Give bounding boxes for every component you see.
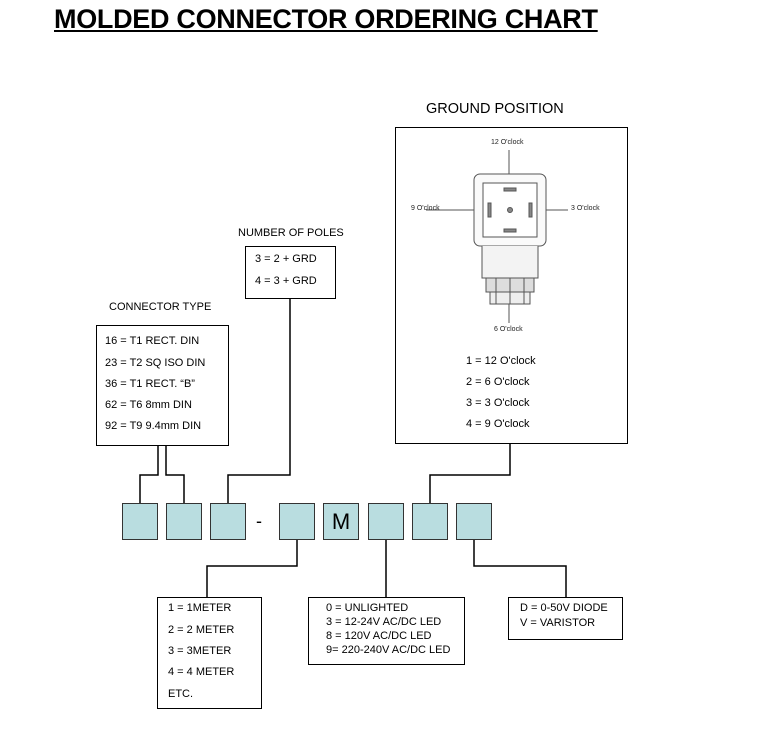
suppression-option: D = 0-50V DIODE <box>520 602 608 614</box>
connector-type-option: 16 = T1 RECT. DIN <box>105 335 200 347</box>
line-ground-cell7 <box>429 443 511 503</box>
page-title: MOLDED CONNECTOR ORDERING CHART <box>54 4 598 34</box>
line-connector-type-cell1 <box>139 445 159 503</box>
ground-option: 1 = 12 O'clock <box>466 355 536 367</box>
connector-type-heading: CONNECTOR TYPE <box>109 301 212 313</box>
line-poles-cell3 <box>227 299 291 503</box>
ground-option: 3 = 3 O'clock <box>466 397 530 409</box>
connector-type-option: 62 = T6 8mm DIN <box>105 399 192 411</box>
label-12-oclock: 12 O'clock <box>491 139 524 146</box>
connector-type-option: 36 = T1 RECT. “B” <box>105 378 195 390</box>
connector-face-drawing <box>426 150 568 323</box>
code-cell-number-of-poles <box>210 503 246 540</box>
suppression-box: D = 0-50V DIODE V = VARISTOR <box>508 597 623 640</box>
connector-type-option: 92 = T9 9.4mm DIN <box>105 420 202 432</box>
led-option: 3 = 12-24V AC/DC LED <box>326 616 442 628</box>
poles-option: 3 = 2 + GRD <box>255 253 317 265</box>
led-option: 9= 220-240V AC/DC LED <box>326 644 451 656</box>
cable-length-option: 2 = 2 METER <box>168 624 235 636</box>
led-box: 0 = UNLIGHTED 3 = 12-24V AC/DC LED 8 = 1… <box>308 597 465 665</box>
code-cell-led <box>368 503 404 540</box>
code-cell-connector-type-2 <box>166 503 202 540</box>
code-dash: - <box>256 511 262 531</box>
ground-option: 4 = 9 O'clock <box>466 418 530 430</box>
number-of-poles-box: 3 = 2 + GRD 4 = 3 + GRD <box>245 246 336 299</box>
label-9-oclock: 9 O'clock <box>411 205 440 212</box>
cable-length-option: 4 = 4 METER <box>168 666 235 678</box>
line-cell4-cable <box>206 540 298 597</box>
cable-length-box: 1 = 1METER 2 = 2 METER 3 = 3METER 4 = 4 … <box>157 597 262 709</box>
code-cell-cable-length <box>279 503 315 540</box>
poles-option: 4 = 3 + GRD <box>255 275 317 287</box>
ground-position-heading: GROUND POSITION <box>426 101 564 117</box>
cable-length-option: 1 = 1METER <box>168 602 232 614</box>
cable-length-option: ETC. <box>168 688 194 700</box>
label-6-oclock: 6 O'clock <box>494 326 523 333</box>
code-cell-ground-position <box>412 503 448 540</box>
connector-type-box: 16 = T1 RECT. DIN 23 = T2 SQ ISO DIN 36 … <box>96 325 229 446</box>
code-cell-suppression <box>456 503 492 540</box>
line-connector-type-cell2 <box>165 445 185 503</box>
label-3-oclock: 3 O'clock <box>571 205 600 212</box>
led-option: 8 = 120V AC/DC LED <box>326 630 432 642</box>
line-cell8-suppression <box>473 540 567 597</box>
suppression-option: V = VARISTOR <box>520 617 596 629</box>
cable-length-option: 3 = 3METER <box>168 645 232 657</box>
ground-position-box: 12 O'clock 9 O'clock 3 O'clock 6 O'clock… <box>395 127 628 444</box>
ground-option: 2 = 6 O'clock <box>466 376 530 388</box>
number-of-poles-heading: NUMBER OF POLES <box>238 227 344 239</box>
connector-type-option: 23 = T2 SQ ISO DIN <box>105 357 206 369</box>
led-option: 0 = UNLIGHTED <box>326 602 409 614</box>
code-cell-connector-type-1 <box>122 503 158 540</box>
code-cell-fixed-m: M <box>323 503 359 540</box>
